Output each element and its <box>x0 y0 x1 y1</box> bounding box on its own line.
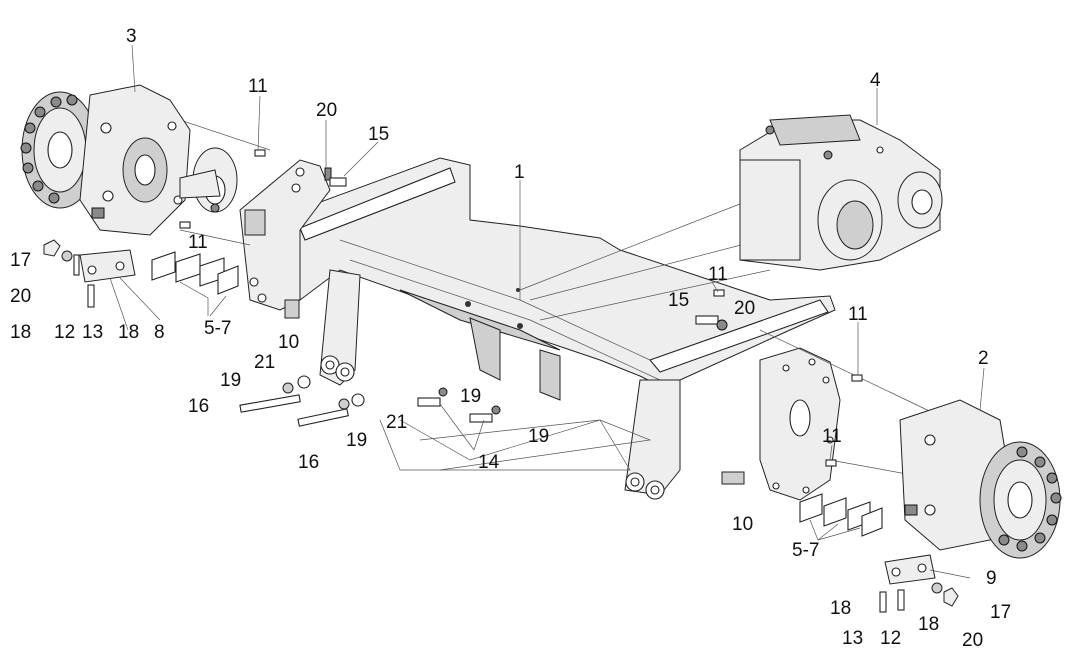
part-label: 11 <box>708 264 728 285</box>
part-label: 20 <box>316 100 337 121</box>
part-label: 17 <box>990 602 1011 623</box>
axle-beam <box>249 157 836 401</box>
clamp-left <box>79 249 136 283</box>
part-label: 8 <box>154 322 165 343</box>
part-label: 11 <box>188 232 208 253</box>
part-label: 12 <box>54 322 75 343</box>
part-labels: 3 11 20 15 4 1 11 17 20 18 12 13 18 8 5-… <box>10 26 1011 651</box>
part-label: 16 <box>188 396 209 417</box>
part-label: 19 <box>220 370 241 391</box>
part-label: 4 <box>870 70 881 91</box>
part-label: 11 <box>822 426 842 447</box>
part-label: 11 <box>248 76 268 97</box>
part-label: 3 <box>126 26 137 47</box>
part-label: 9 <box>986 568 997 589</box>
part-label: 19 <box>528 426 549 447</box>
right-link-arm <box>624 379 681 500</box>
part-label: 17 <box>10 250 31 271</box>
shim-pack-right <box>799 493 883 537</box>
right-mounting-plate <box>759 347 841 501</box>
part-label: 10 <box>278 332 299 353</box>
part-label: 5-7 <box>204 318 231 339</box>
part-label: 15 <box>668 290 689 311</box>
fasteners <box>43 149 959 613</box>
right-hub-studs <box>998 446 1062 552</box>
leader-lines <box>109 44 985 579</box>
part-label: 15 <box>368 124 389 145</box>
part-label: 11 <box>848 304 868 325</box>
right-wheel-hub <box>899 399 1062 559</box>
part-label: 18 <box>10 322 31 343</box>
part-label: 10 <box>732 514 753 535</box>
part-label: 13 <box>82 322 103 343</box>
part-label: 21 <box>386 412 407 433</box>
part-label: 20 <box>10 286 31 307</box>
left-link-arm <box>319 269 361 386</box>
left-wheel-hub <box>20 84 191 236</box>
part-label: 12 <box>880 628 901 649</box>
part-label: 21 <box>254 352 275 373</box>
part-label: 14 <box>478 452 500 473</box>
shim-pack-left <box>151 251 239 295</box>
part-label: 1 <box>514 162 525 183</box>
clamp-right <box>884 554 936 585</box>
part-label: 20 <box>962 630 983 651</box>
part-label: 19 <box>346 430 367 451</box>
left-hub-studs <box>20 94 78 204</box>
part-label: 16 <box>298 452 319 473</box>
left-drive-flange <box>179 147 238 213</box>
part-label: 5-7 <box>792 540 819 561</box>
part-label: 18 <box>830 598 851 619</box>
transfer-gearbox <box>739 114 943 271</box>
part-label: 18 <box>918 614 939 635</box>
part-label: 2 <box>978 348 989 369</box>
part-label: 20 <box>734 298 755 319</box>
part-label: 18 <box>118 322 139 343</box>
part-label: 19 <box>460 386 481 407</box>
left-mounting-bracket <box>239 159 331 311</box>
part-label: 13 <box>842 628 863 649</box>
